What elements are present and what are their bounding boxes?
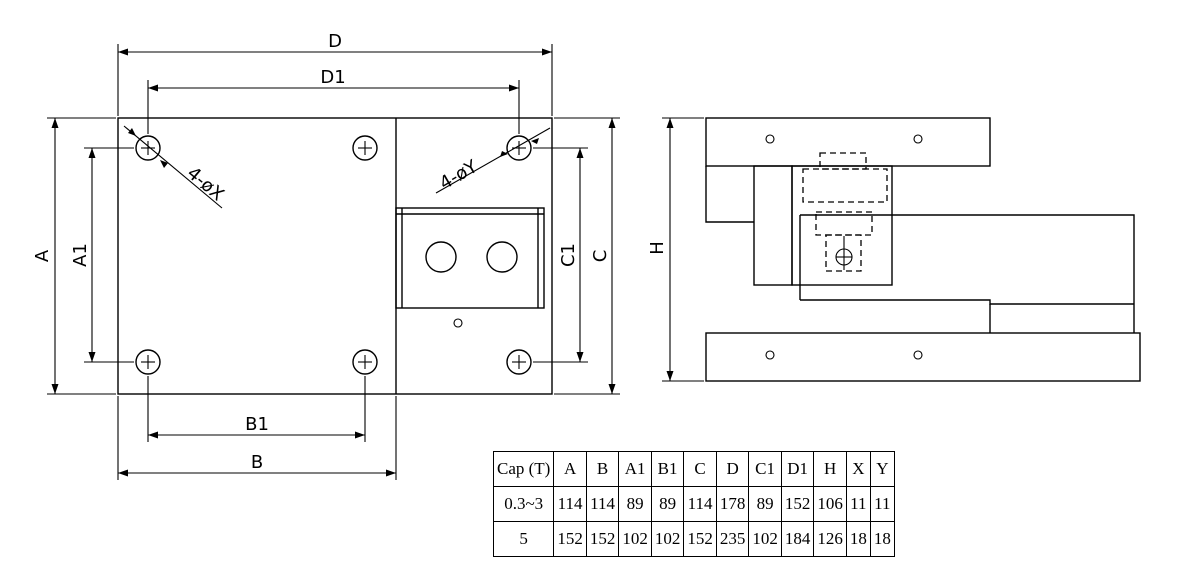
dimension-D1: D1 [147,67,520,134]
header-cap: Cap (T) [492,451,555,487]
header-c1: C1 [748,451,782,487]
table-header-row: Cap (T) A B A1 B1 C D C1 D1 H X Y [492,451,895,487]
table-cell: 18 [869,521,895,557]
dimension-C-label: C [590,250,611,263]
table-cell: 0.3~3 [492,486,555,522]
table-cell: 235 [715,521,750,557]
table-row: 5 152 152 102 102 152 235 102 184 126 18… [492,521,895,557]
base-plate-outline [117,117,553,395]
table-cell: 114 [683,486,717,522]
table-cell: 102 [618,521,652,557]
top-plate [705,117,991,167]
dimension-C1: C1 [533,147,588,363]
mount-hole [506,349,532,375]
side-bracket [753,165,793,286]
small-hole [453,318,463,328]
hole-y-leader [435,127,551,194]
table-cell: 89 [650,486,685,522]
dimension-H-label: H [647,241,668,255]
mount-hole [352,349,378,375]
dimension-B-label: B [251,452,263,473]
bottom-plate [705,332,1141,382]
dimension-A: A [32,117,116,395]
table-cell: 102 [748,521,782,557]
mount-hole [135,349,161,375]
mount-hole [506,135,532,161]
spec-table: Cap (T) A B A1 B1 C D C1 D1 H X Y 0.3~3 … [492,451,895,557]
table-cell: 18 [845,521,871,557]
table-row: 0.3~3 114 114 89 89 114 178 89 152 106 1… [492,486,895,522]
table-cell: 114 [585,486,620,522]
dimension-B1-label: B1 [245,414,269,435]
mount-hole [135,135,161,161]
table-cell: 89 [618,486,652,522]
side-view: H [647,117,1141,382]
table-cell: 152 [780,486,815,522]
dimension-D1-label: D1 [320,67,345,88]
table-cell: 102 [650,521,685,557]
dimension-D: D [117,31,553,116]
table-cell: 126 [813,521,847,557]
dimension-A1-label: A1 [70,243,91,267]
header-a1: A1 [618,451,652,487]
header-a: A [553,451,587,487]
table-cell: 178 [715,486,750,522]
top-view: 4-øX 4-øY D D1 A [32,31,620,480]
table-cell: 114 [553,486,587,522]
header-b: B [585,451,620,487]
header-y: Y [869,451,895,487]
header-x: X [845,451,871,487]
dimension-A1: A1 [70,147,134,363]
mount-hole [352,135,378,161]
bracket-hole-left [425,241,457,273]
header-c: C [683,451,717,487]
table-cell: 152 [683,521,717,557]
table-cell: 152 [585,521,620,557]
header-h: H [813,451,847,487]
table-cell: 89 [748,486,782,522]
dimension-C: C [554,117,620,395]
hole-x-callout: 4-øX [183,163,228,206]
header-d: D [715,451,750,487]
table-cell: 11 [869,486,895,522]
table-cell: 106 [813,486,847,522]
dimension-B1: B1 [147,376,366,442]
table-cell: 184 [780,521,815,557]
dimension-B: B [117,396,397,480]
cell-bracket [395,207,545,309]
dimension-H: H [647,117,704,382]
hole-y-callout: 4-øY [436,156,482,195]
dimension-C1-label: C1 [558,243,579,267]
dimension-D-label: D [328,31,342,52]
hole-x-leader [123,125,223,209]
header-b1: B1 [650,451,685,487]
table-cell: 5 [492,521,555,557]
table-cell: 11 [845,486,871,522]
header-d1: D1 [780,451,815,487]
table-cell: 152 [553,521,587,557]
dimension-A-label: A [32,249,53,262]
bracket-hole-right [486,241,518,273]
